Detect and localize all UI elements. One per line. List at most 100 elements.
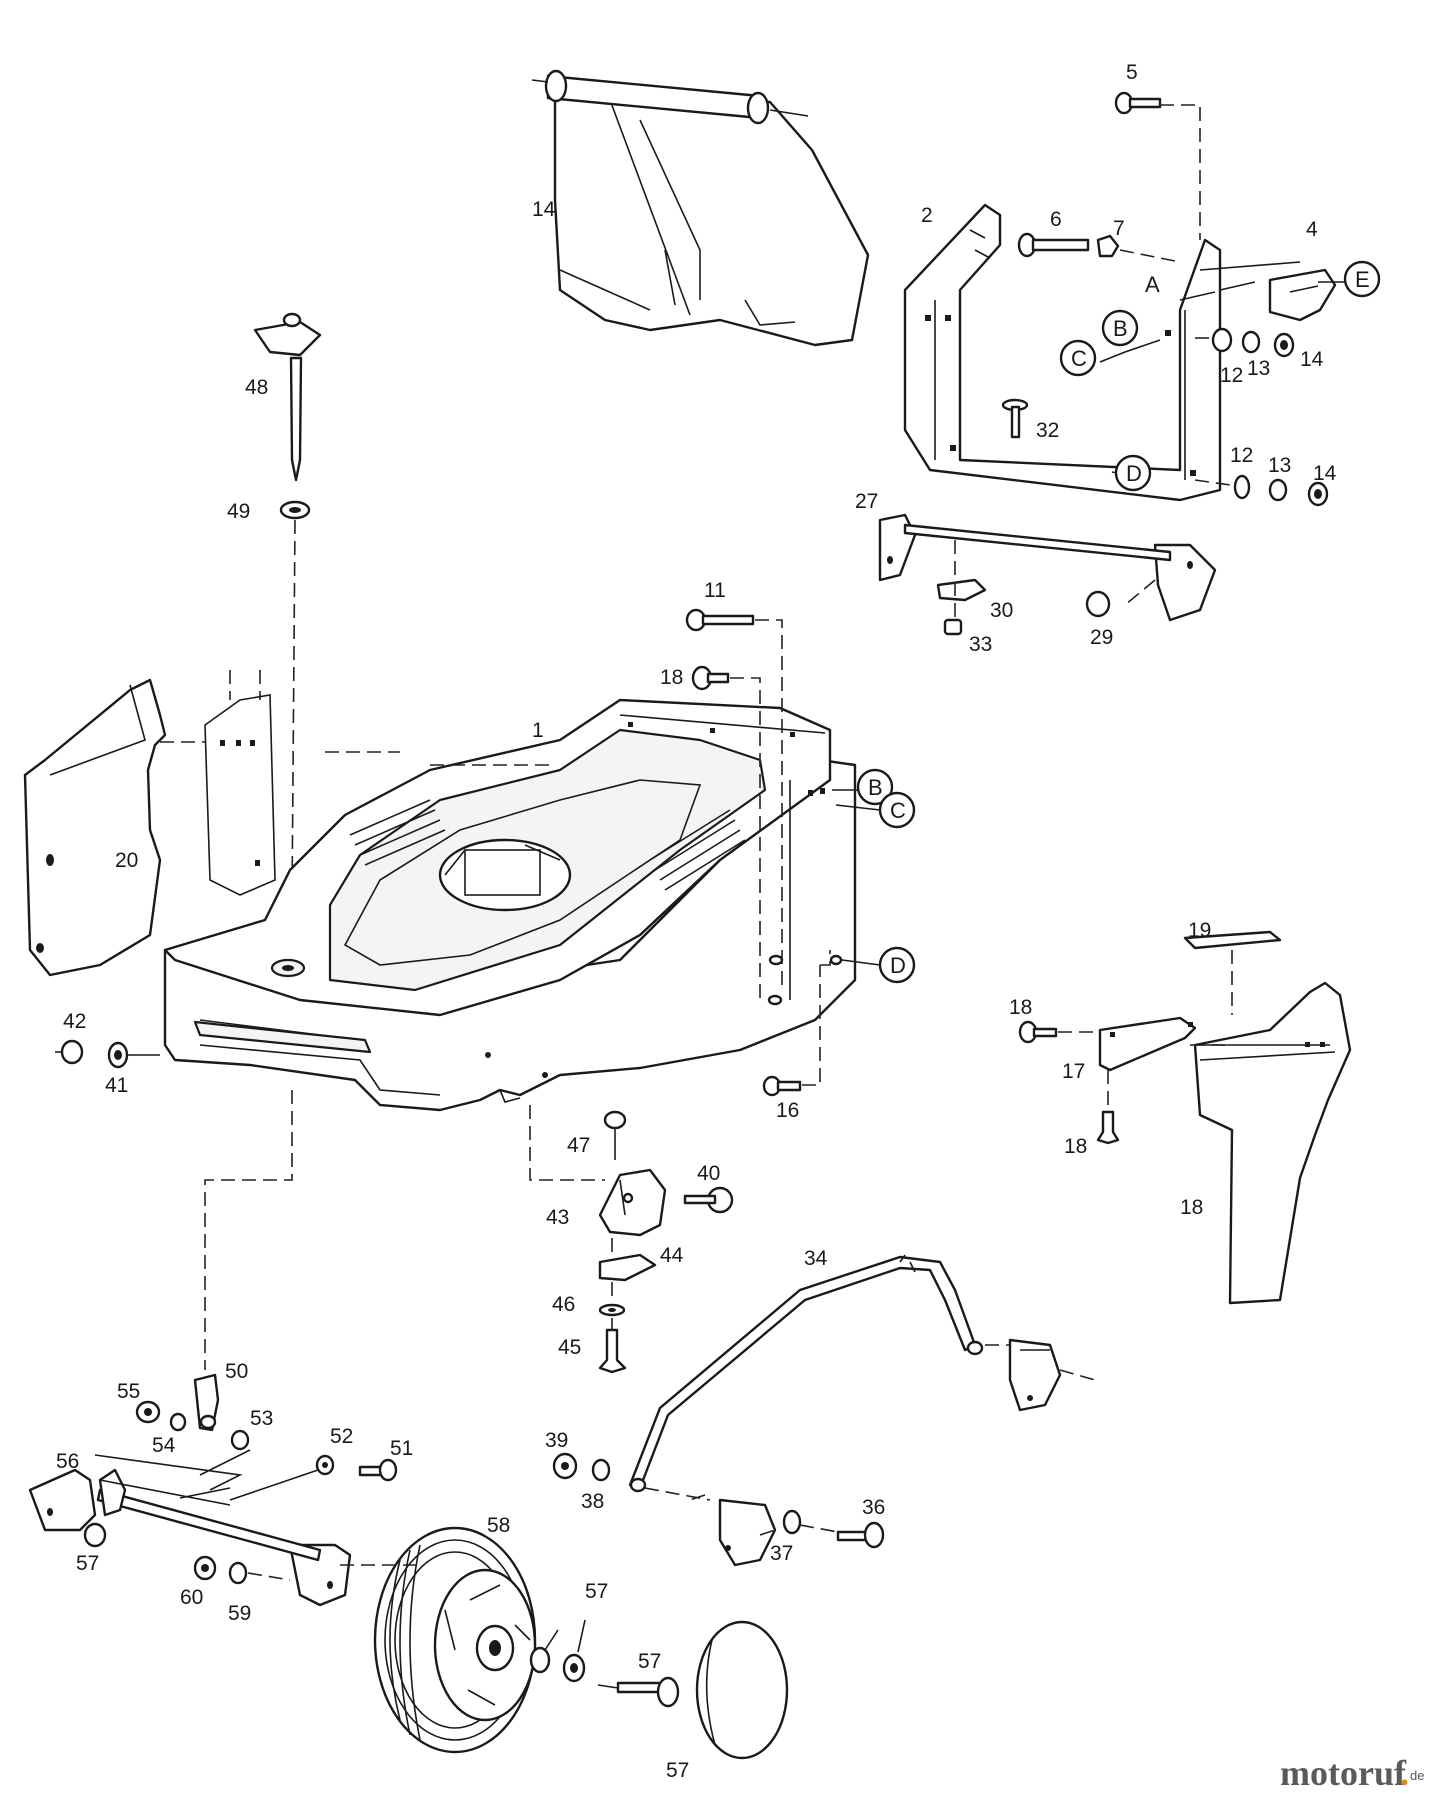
label-part-32: 34	[804, 1247, 828, 1270]
label-part-48: 51	[390, 1437, 413, 1460]
label-part-57: 57	[638, 1650, 661, 1673]
label-part-53: 56	[56, 1450, 79, 1473]
label-part-16-upper: 18	[660, 666, 683, 689]
label-part-40: 43	[546, 1206, 569, 1229]
callout-letters: B C E D B C D A	[868, 267, 1370, 978]
label-part-29: 30	[990, 599, 1013, 622]
letter-b-lower: B	[868, 775, 883, 800]
letter-b-upper: B	[1113, 316, 1128, 341]
label-part-59: 59	[228, 1602, 251, 1625]
letter-d-lower: D	[890, 953, 906, 978]
label-part-54: 57	[76, 1552, 99, 1575]
watermark-brand-dot: .	[1400, 1753, 1409, 1793]
label-part-27: 27	[855, 490, 878, 513]
label-part-45: 48	[245, 376, 268, 399]
label-part-51: 54	[152, 1434, 176, 1457]
part-32-handle	[628, 1254, 1096, 1567]
label-part-36: 39	[545, 1429, 568, 1452]
label-part-1: 1	[532, 719, 544, 742]
letter-a: A	[1145, 272, 1160, 297]
part-34-33	[782, 1509, 885, 1549]
label-part-28: 29	[1090, 626, 1113, 649]
label-part-4: 4	[1306, 218, 1318, 241]
label-part-55: 58	[487, 1514, 510, 1537]
label-part-7: 7	[1113, 217, 1125, 240]
part-6-bolt-7-nut	[1017, 232, 1181, 263]
label-part-18: 18	[1180, 1196, 1203, 1219]
part-grass-catcher	[531, 69, 870, 347]
label-part-50: 53	[250, 1407, 273, 1430]
part-12-13-14-upper	[1195, 327, 1295, 358]
watermark-brand-tld: de	[1410, 1768, 1424, 1783]
callout-circles	[856, 260, 1381, 984]
label-part-43: 46	[552, 1293, 575, 1316]
part-5-bolt	[1114, 91, 1201, 240]
label-part-39: 42	[63, 1010, 86, 1033]
label-part-19: 19	[1188, 919, 1211, 942]
label-part-47: 50	[225, 1360, 248, 1383]
label-part-13-lower: 13	[1268, 454, 1291, 477]
label-part-41: 44	[660, 1244, 684, 1267]
watermark-brand-main: motoruf	[1280, 1753, 1407, 1793]
label-part-52: 55	[117, 1380, 140, 1403]
label-part-2: 2	[921, 204, 933, 227]
label-part-56: 57	[666, 1759, 689, 1782]
label-part-5: 5	[1126, 61, 1138, 84]
label-part-12-lower: 12	[1230, 444, 1253, 467]
label-part-30: 32	[1036, 419, 1059, 442]
letter-d-upper: D	[1126, 461, 1142, 486]
part-11-16-bolts	[685, 608, 783, 1000]
label-part-11: 11	[704, 579, 726, 602]
label-part-58: 57	[585, 1580, 608, 1603]
part-1-deck	[163, 698, 857, 1112]
label-part-35: 38	[581, 1490, 604, 1513]
part-36-35	[552, 1452, 611, 1482]
label-part-14-lower: 14	[1313, 462, 1337, 485]
part-rear-flap-frame	[903, 203, 1222, 502]
part-12-13-14-lower	[1194, 474, 1329, 507]
part-53-rear-axle	[28, 1454, 352, 1607]
part-17-18-19-16	[1018, 930, 1352, 1305]
letter-e: E	[1355, 267, 1370, 292]
label-part-6: 6	[1050, 208, 1062, 231]
part-39-38	[55, 1039, 160, 1069]
label-part-34: 37	[770, 1542, 793, 1565]
label-part-31: 33	[969, 633, 992, 656]
letter-c-upper: C	[1071, 346, 1087, 371]
label-part-60: 60	[180, 1586, 203, 1609]
part-29-31-28	[936, 540, 1111, 636]
label-part-3: 14	[532, 198, 556, 221]
label-part-37: 40	[697, 1162, 720, 1185]
label-part-46: 49	[227, 500, 250, 523]
part-30-screw	[1001, 398, 1029, 439]
label-part-13-upper: 13	[1247, 357, 1270, 380]
label-part-49: 52	[330, 1425, 353, 1448]
label-part-14-upper: 14	[1300, 348, 1324, 371]
part-47-52-51-50	[135, 1373, 251, 1476]
part-number-labels: 14 2 5 6 7 4 12 13 14 32 12 13 14 27 30 …	[56, 61, 1337, 1782]
part-60-59	[193, 1555, 291, 1585]
part-40-41-42-43-44-37	[529, 1105, 734, 1374]
part-27-axle	[878, 513, 1217, 622]
dash-deck-to-47	[204, 1090, 293, 1370]
label-part-33: 36	[862, 1496, 885, 1519]
label-part-42: 45	[558, 1336, 581, 1359]
label-part-16-lower: 18	[1064, 1135, 1087, 1158]
part-55-wheel	[340, 1526, 537, 1754]
part-49-48	[229, 1454, 398, 1501]
label-part-44: 47	[567, 1134, 590, 1157]
label-part-20: 20	[115, 849, 138, 872]
part-20-side-guard	[23, 678, 167, 977]
label-part-15: 16	[776, 1099, 799, 1122]
label-part-38: 41	[105, 1074, 128, 1097]
watermark-logo: motoruf . de	[1280, 1753, 1424, 1793]
part-left-bracket	[160, 670, 555, 896]
label-part-16-right: 18	[1009, 996, 1032, 1019]
label-part-17: 17	[1062, 1060, 1085, 1083]
label-part-12-upper: 12	[1220, 364, 1243, 387]
letter-c-lower: C	[890, 798, 906, 823]
part-15-bolt	[762, 950, 831, 1097]
part-58-57-56	[529, 1619, 789, 1760]
